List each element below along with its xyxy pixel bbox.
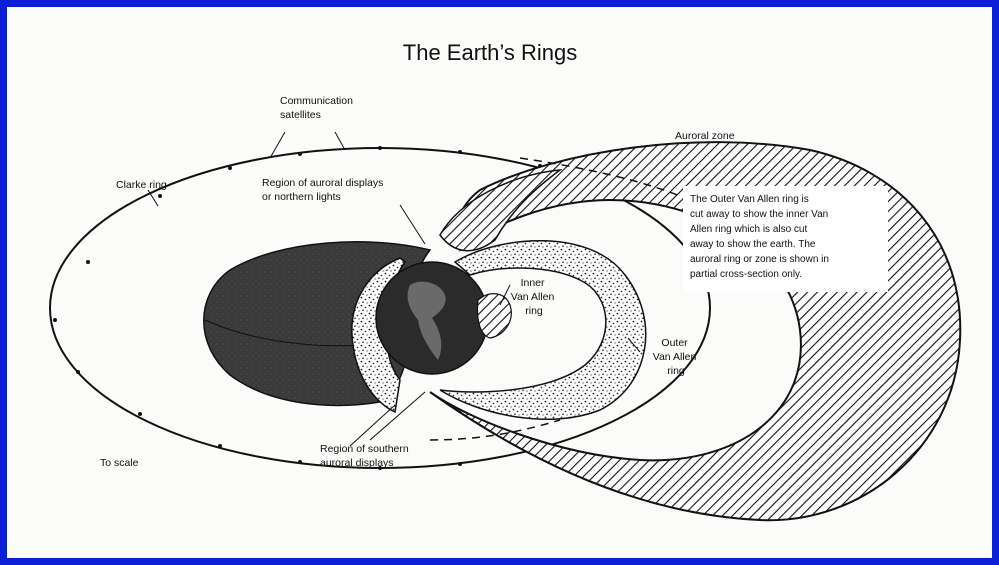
label-auroral-displays: Region of auroral displays or northern l… — [262, 177, 386, 203]
label-southern-auroral: Region of southern auroral displays — [320, 443, 412, 469]
label-inner-van-allen: Inner Van Allen ring — [511, 277, 558, 317]
inner-ring-section — [478, 294, 512, 338]
diagram-title: The Earth’s Rings — [403, 40, 577, 65]
label-clarke-ring: Clarke ring — [116, 179, 167, 191]
label-communication-satellites: Communication satellites — [280, 95, 356, 121]
label-outer-van-allen: Outer Van Allen ring — [653, 337, 700, 377]
label-to-scale: To scale — [100, 457, 139, 469]
label-auroral-zone: Auroral zone — [675, 130, 735, 142]
